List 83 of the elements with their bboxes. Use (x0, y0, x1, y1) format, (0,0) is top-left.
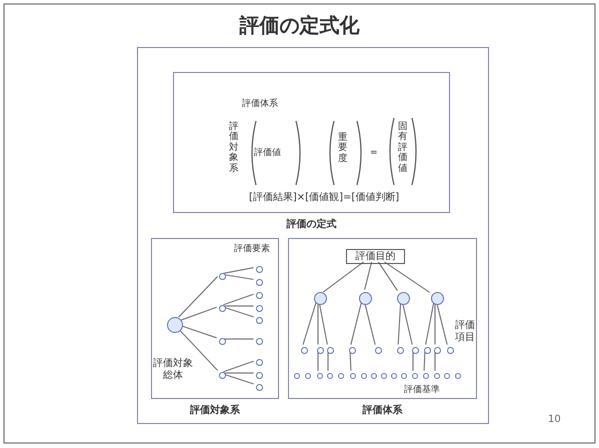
connector-line (424, 351, 426, 372)
tree-node-circle (218, 272, 226, 280)
tree-node-circle (256, 304, 262, 312)
tree-node-circle (167, 317, 183, 333)
tree-node-circle (374, 346, 382, 354)
page-number: 10 (548, 414, 561, 426)
tree-node-circle (316, 372, 324, 380)
connector-line (302, 302, 317, 346)
tree-node-circle (444, 372, 450, 380)
formula-text: [評価結果]×[価値観]=[価値判断] (249, 192, 400, 204)
connector-line (425, 302, 434, 346)
matrix-entry: 重要度 (338, 133, 348, 164)
tree-node-circle (422, 372, 430, 380)
connector-line (222, 267, 254, 274)
connector-line (178, 276, 218, 318)
connector-line (364, 262, 372, 290)
connector-line (223, 338, 254, 340)
connector-line (180, 306, 218, 321)
item-label: 評価項目 (454, 320, 476, 343)
tree-node-circle (396, 292, 410, 304)
connector-line (223, 372, 254, 374)
tree-node-circle (256, 266, 262, 272)
connector-line (398, 302, 402, 345)
tree-node-circle (256, 316, 262, 324)
tree-node-circle (256, 278, 262, 286)
panel-caption: 評価の定式 (285, 217, 338, 231)
tree-node-circle (256, 384, 262, 390)
tree-node-circle (424, 346, 430, 354)
tree-node-circle (400, 372, 408, 380)
tree-node-circle (326, 346, 334, 354)
tree-node-circle (256, 372, 262, 378)
tree-node-circle (412, 346, 418, 354)
system-heading: 評価体系 (242, 99, 278, 110)
tree-node-circle (360, 372, 368, 380)
tree-node-circle (326, 372, 334, 380)
connector-line (384, 262, 430, 293)
connector-line (222, 360, 254, 372)
tree-node-circle (256, 292, 262, 298)
panel-caption: 評価対象系 (188, 403, 241, 417)
tree-node-circle (256, 338, 262, 344)
tree-node-circle (314, 292, 326, 304)
tree-node-circle (348, 346, 356, 354)
tree-node-circle (304, 372, 312, 380)
goal-box: 評価目的 (346, 249, 405, 264)
tree-node-circle (316, 346, 324, 354)
tree-node-circle (412, 372, 418, 380)
tree-node-circle (396, 346, 404, 354)
tree-node-circle (380, 372, 388, 380)
tree-node-circle (218, 304, 226, 312)
criteria-label: 評価基準 (404, 385, 440, 396)
equals-sign: = (370, 148, 378, 158)
connector-line (412, 351, 414, 372)
tree-node-circle (358, 292, 372, 304)
tree-node-circle (446, 346, 454, 354)
panel-caption: 評価体系 (361, 404, 404, 417)
connector-line (350, 302, 362, 346)
matrix-entry: 固有評価値 (398, 122, 408, 174)
slide-title: 評価の定式化 (238, 14, 360, 37)
target-label: 評価対象総体 (152, 358, 194, 381)
connector-line (322, 262, 364, 293)
tree-node-circle (430, 292, 444, 304)
tree-node-circle (434, 372, 440, 380)
tree-node-circle (256, 358, 262, 366)
connector-line (222, 294, 254, 306)
tree-node-circle (454, 372, 462, 380)
tree-node-circle (218, 372, 226, 378)
element-label: 評価要素 (234, 244, 270, 254)
tree-node-circle (294, 372, 300, 380)
axis-label: 評価対象系 (229, 122, 238, 174)
matrix-entry: 評価値 (254, 148, 281, 158)
tree-node-circle (338, 372, 344, 380)
connector-line (378, 262, 398, 292)
connector-line (434, 302, 436, 345)
tree-node-circle (300, 346, 308, 354)
frame-box (137, 47, 489, 424)
tree-node-circle (434, 346, 440, 354)
tree-node-circle (390, 372, 398, 380)
tree-node-circle (350, 372, 356, 380)
connector-line (434, 351, 436, 372)
tree-node-circle (218, 338, 226, 344)
tree-node-circle (370, 372, 378, 380)
connector-line (178, 328, 218, 371)
connector-line (350, 351, 352, 372)
